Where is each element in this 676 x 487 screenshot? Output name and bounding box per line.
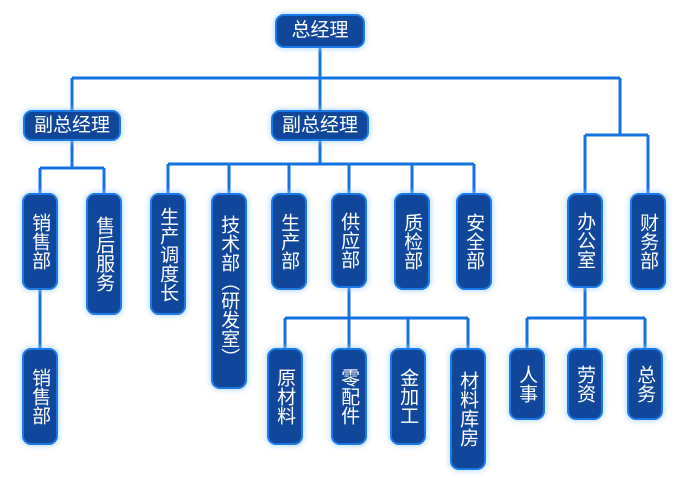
node-production-scheduling-chief[interactable]: 生产调度长 <box>150 193 186 315</box>
node-label: 供应部 <box>338 212 361 269</box>
node-deputy-general-manager-mid[interactable]: 副总经理 <box>271 110 369 141</box>
node-supply-department[interactable]: 供应部 <box>331 193 367 288</box>
node-raw-material[interactable]: 原材料 <box>267 348 303 445</box>
node-label: 质检部 <box>401 213 424 270</box>
node-label: 办公室 <box>574 212 597 269</box>
node-human-resources[interactable]: 人事 <box>509 348 545 420</box>
node-label: 售后服务 <box>93 216 116 292</box>
node-material-warehouse[interactable]: 材料库房 <box>450 348 486 470</box>
node-label: 销售部 <box>29 368 52 425</box>
node-label: 材料库房 <box>457 371 480 447</box>
node-sales-department-sub[interactable]: 销售部 <box>22 348 58 445</box>
node-label: 销售部 <box>29 213 52 270</box>
node-labor-and-wages[interactable]: 劳资 <box>567 348 603 420</box>
node-label: 副总经理 <box>281 113 358 136</box>
node-metal-processing[interactable]: 金加工 <box>390 348 426 445</box>
node-production-department[interactable]: 生产部 <box>271 193 307 290</box>
node-label: 生产调度长 <box>157 206 180 302</box>
node-spare-parts[interactable]: 零配件 <box>331 348 367 445</box>
node-label: 安全部 <box>463 213 486 270</box>
node-label: 人事 <box>516 365 539 403</box>
node-finance-department[interactable]: 财务部 <box>630 193 666 290</box>
node-label: 总务 <box>634 365 657 403</box>
node-label: 技术部（研发室） <box>218 215 241 367</box>
node-label: 金加工 <box>397 368 420 425</box>
node-label: 零配件 <box>338 368 361 425</box>
node-after-sales-service[interactable]: 售后服务 <box>86 193 122 315</box>
node-quality-inspection-department[interactable]: 质检部 <box>394 193 430 290</box>
node-sales-department[interactable]: 销售部 <box>22 193 58 290</box>
node-office[interactable]: 办公室 <box>567 193 603 288</box>
node-safety-department[interactable]: 安全部 <box>456 193 492 290</box>
node-label: 劳资 <box>574 365 597 403</box>
node-label: 总经理 <box>291 19 349 42</box>
node-label: 副总经理 <box>33 113 110 136</box>
node-label: 生产部 <box>278 213 301 270</box>
node-technical-department-rd-office[interactable]: 技术部（研发室） <box>211 193 247 389</box>
node-general-affairs[interactable]: 总务 <box>627 348 663 420</box>
node-label: 原材料 <box>274 368 297 425</box>
node-general-manager[interactable]: 总经理 <box>275 14 365 48</box>
node-label: 财务部 <box>637 213 660 270</box>
node-deputy-general-manager-left[interactable]: 副总经理 <box>23 110 121 141</box>
